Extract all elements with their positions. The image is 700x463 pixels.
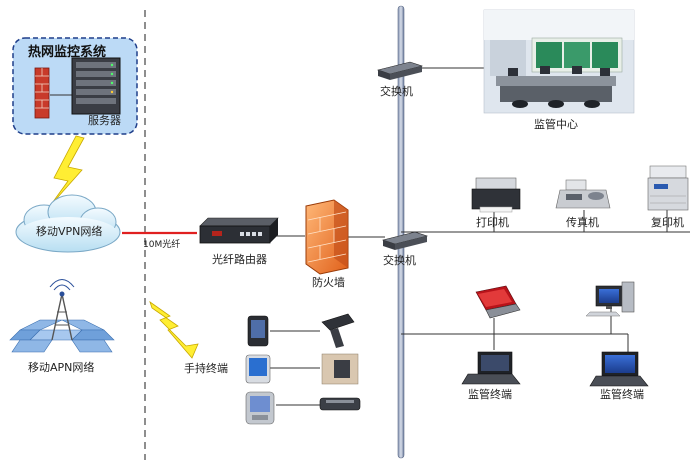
handheld-device-3-icon (245, 391, 275, 425)
server-rack-icon (71, 57, 121, 115)
vpn-cloud-icon (15, 194, 121, 253)
vpn-cloud-label: 移动VPN网络 (36, 225, 103, 238)
router-icon (199, 217, 279, 244)
wireless-link-upper-icon (49, 135, 85, 207)
monitoring-center-photo (483, 9, 635, 114)
switch-top-icon (376, 61, 424, 80)
fax-label: 传真机 (566, 216, 599, 229)
printer-icon (471, 177, 521, 213)
monitoring-system-title: 热网监控系统 (28, 45, 107, 60)
firewall-label: 防火墙 (312, 276, 345, 289)
handheld-label: 手持终端 (184, 362, 228, 375)
wireless-link-lower-icon (149, 300, 199, 359)
terminal-left-label: 监管终端 (468, 388, 512, 401)
handheld-device-1-icon (247, 315, 269, 347)
brick-wall-icon (34, 67, 50, 119)
switch-middle-label: 交换机 (383, 254, 416, 267)
fiber-label: 10M光纤 (143, 240, 181, 250)
printer-label: 打印机 (476, 216, 509, 229)
firewall-icon (305, 199, 349, 275)
laptop-right-icon (589, 351, 649, 387)
laptop-left-icon (461, 351, 521, 385)
card-reader-icon (321, 353, 359, 385)
fax-icon (555, 179, 611, 209)
desktop-right-icon (585, 281, 635, 317)
switch-middle-icon (381, 231, 429, 250)
server-label: 服务器 (88, 114, 121, 127)
handheld-device-2-icon (245, 354, 271, 384)
laptop-red-icon (475, 285, 521, 319)
apn-tower-icon (9, 279, 115, 353)
copier-icon (647, 165, 689, 211)
copier-label: 复印机 (651, 216, 684, 229)
monitoring-center-label: 监管中心 (534, 118, 578, 131)
router-label: 光纤路由器 (212, 253, 267, 266)
rfid-reader-icon (319, 397, 361, 411)
switch-top-label: 交换机 (380, 85, 413, 98)
terminal-right-label: 监管终端 (600, 388, 644, 401)
apn-tower-label: 移动APN网络 (28, 361, 95, 374)
scanner-gun-icon (321, 313, 355, 348)
